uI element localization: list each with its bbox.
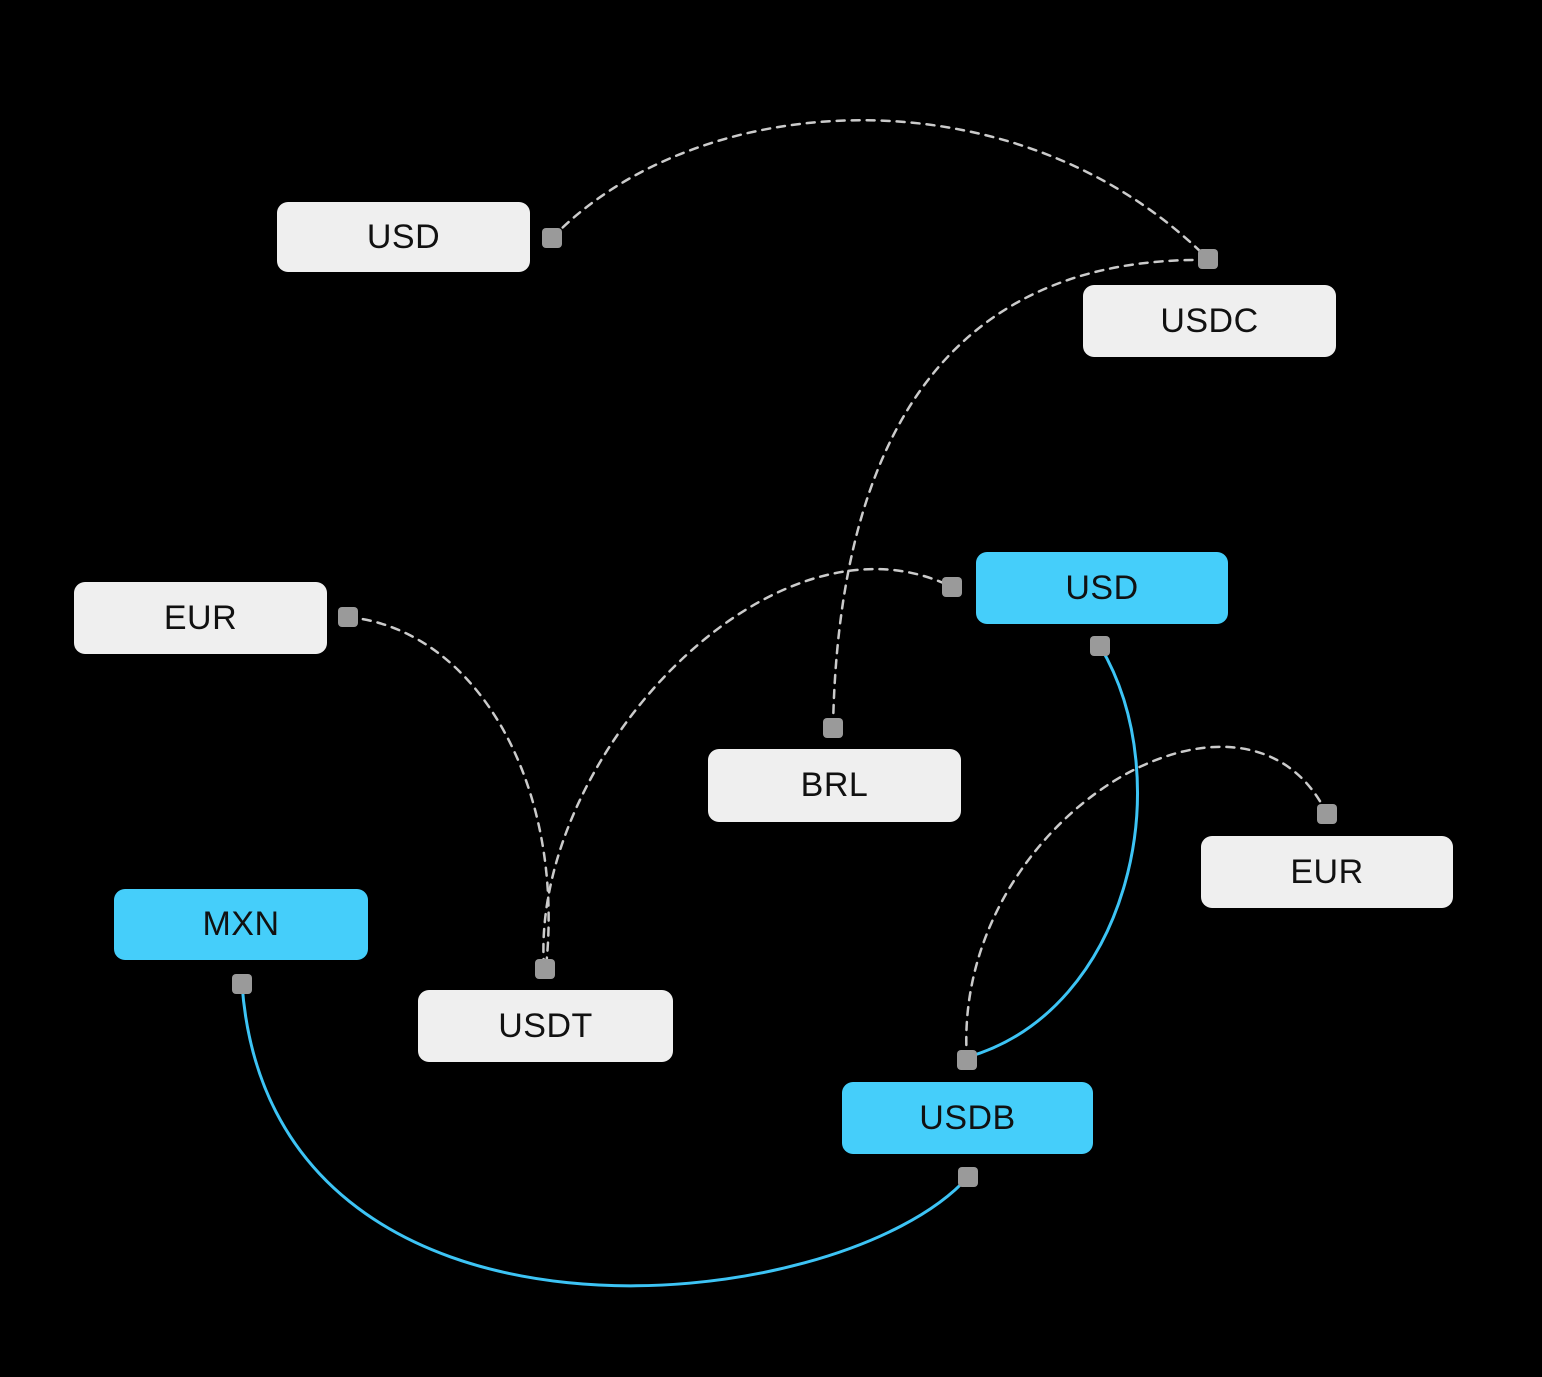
connector-usdb-top[interactable] — [957, 1050, 977, 1070]
node-eur-right[interactable]: EUR — [1201, 836, 1453, 908]
node-usdt-label: USDT — [498, 1006, 593, 1045]
node-mxn[interactable]: MXN — [114, 889, 368, 960]
node-usdb[interactable]: USDB — [842, 1082, 1093, 1154]
node-usdc-label: USDC — [1160, 301, 1259, 340]
node-usd-mid[interactable]: USD — [976, 552, 1228, 624]
edge-mxn-to-usdb[interactable] — [240, 982, 970, 1288]
node-usdc[interactable]: USDC — [1083, 285, 1336, 357]
connector-usdc-top[interactable] — [1198, 249, 1218, 269]
node-mxn-label: MXN — [202, 905, 280, 943]
edge-usd-mid-to-usdb[interactable] — [966, 644, 1139, 1059]
connector-mxn-bottom[interactable] — [232, 974, 252, 994]
node-usd-top-label: USD — [366, 217, 441, 256]
node-eur-left[interactable]: EUR — [74, 582, 327, 654]
connector-usdt-top[interactable] — [535, 959, 555, 979]
connector-usd-mid-left[interactable] — [942, 577, 962, 597]
edge-usd-top-to-usdc[interactable] — [550, 119, 1210, 261]
connector-eur-left-right[interactable] — [338, 607, 358, 627]
node-usdt[interactable]: USDT — [418, 990, 673, 1062]
edge-brl-to-usdc[interactable] — [831, 258, 1210, 730]
connector-brl-top[interactable] — [823, 718, 843, 738]
node-usdb-label: USDB — [919, 1098, 1016, 1137]
connector-usd-top-right[interactable] — [542, 228, 562, 248]
connector-usd-mid-bottom[interactable] — [1090, 636, 1110, 656]
edge-usdt-to-usd-mid[interactable] — [542, 567, 952, 969]
edge-eur-left-to-usdt[interactable] — [346, 615, 550, 969]
edge-usdb-to-eur-right[interactable] — [965, 745, 1329, 1062]
node-brl[interactable]: BRL — [708, 749, 961, 822]
node-eur-right-label: EUR — [1290, 852, 1364, 891]
node-brl-label: BRL — [800, 766, 869, 804]
node-eur-left-label: EUR — [163, 598, 238, 637]
node-usd-top[interactable]: USD — [277, 202, 530, 272]
node-usd-mid-label: USD — [1065, 568, 1139, 607]
connector-eur-right-top[interactable] — [1317, 804, 1337, 824]
connector-usdb-bottom[interactable] — [958, 1167, 978, 1187]
